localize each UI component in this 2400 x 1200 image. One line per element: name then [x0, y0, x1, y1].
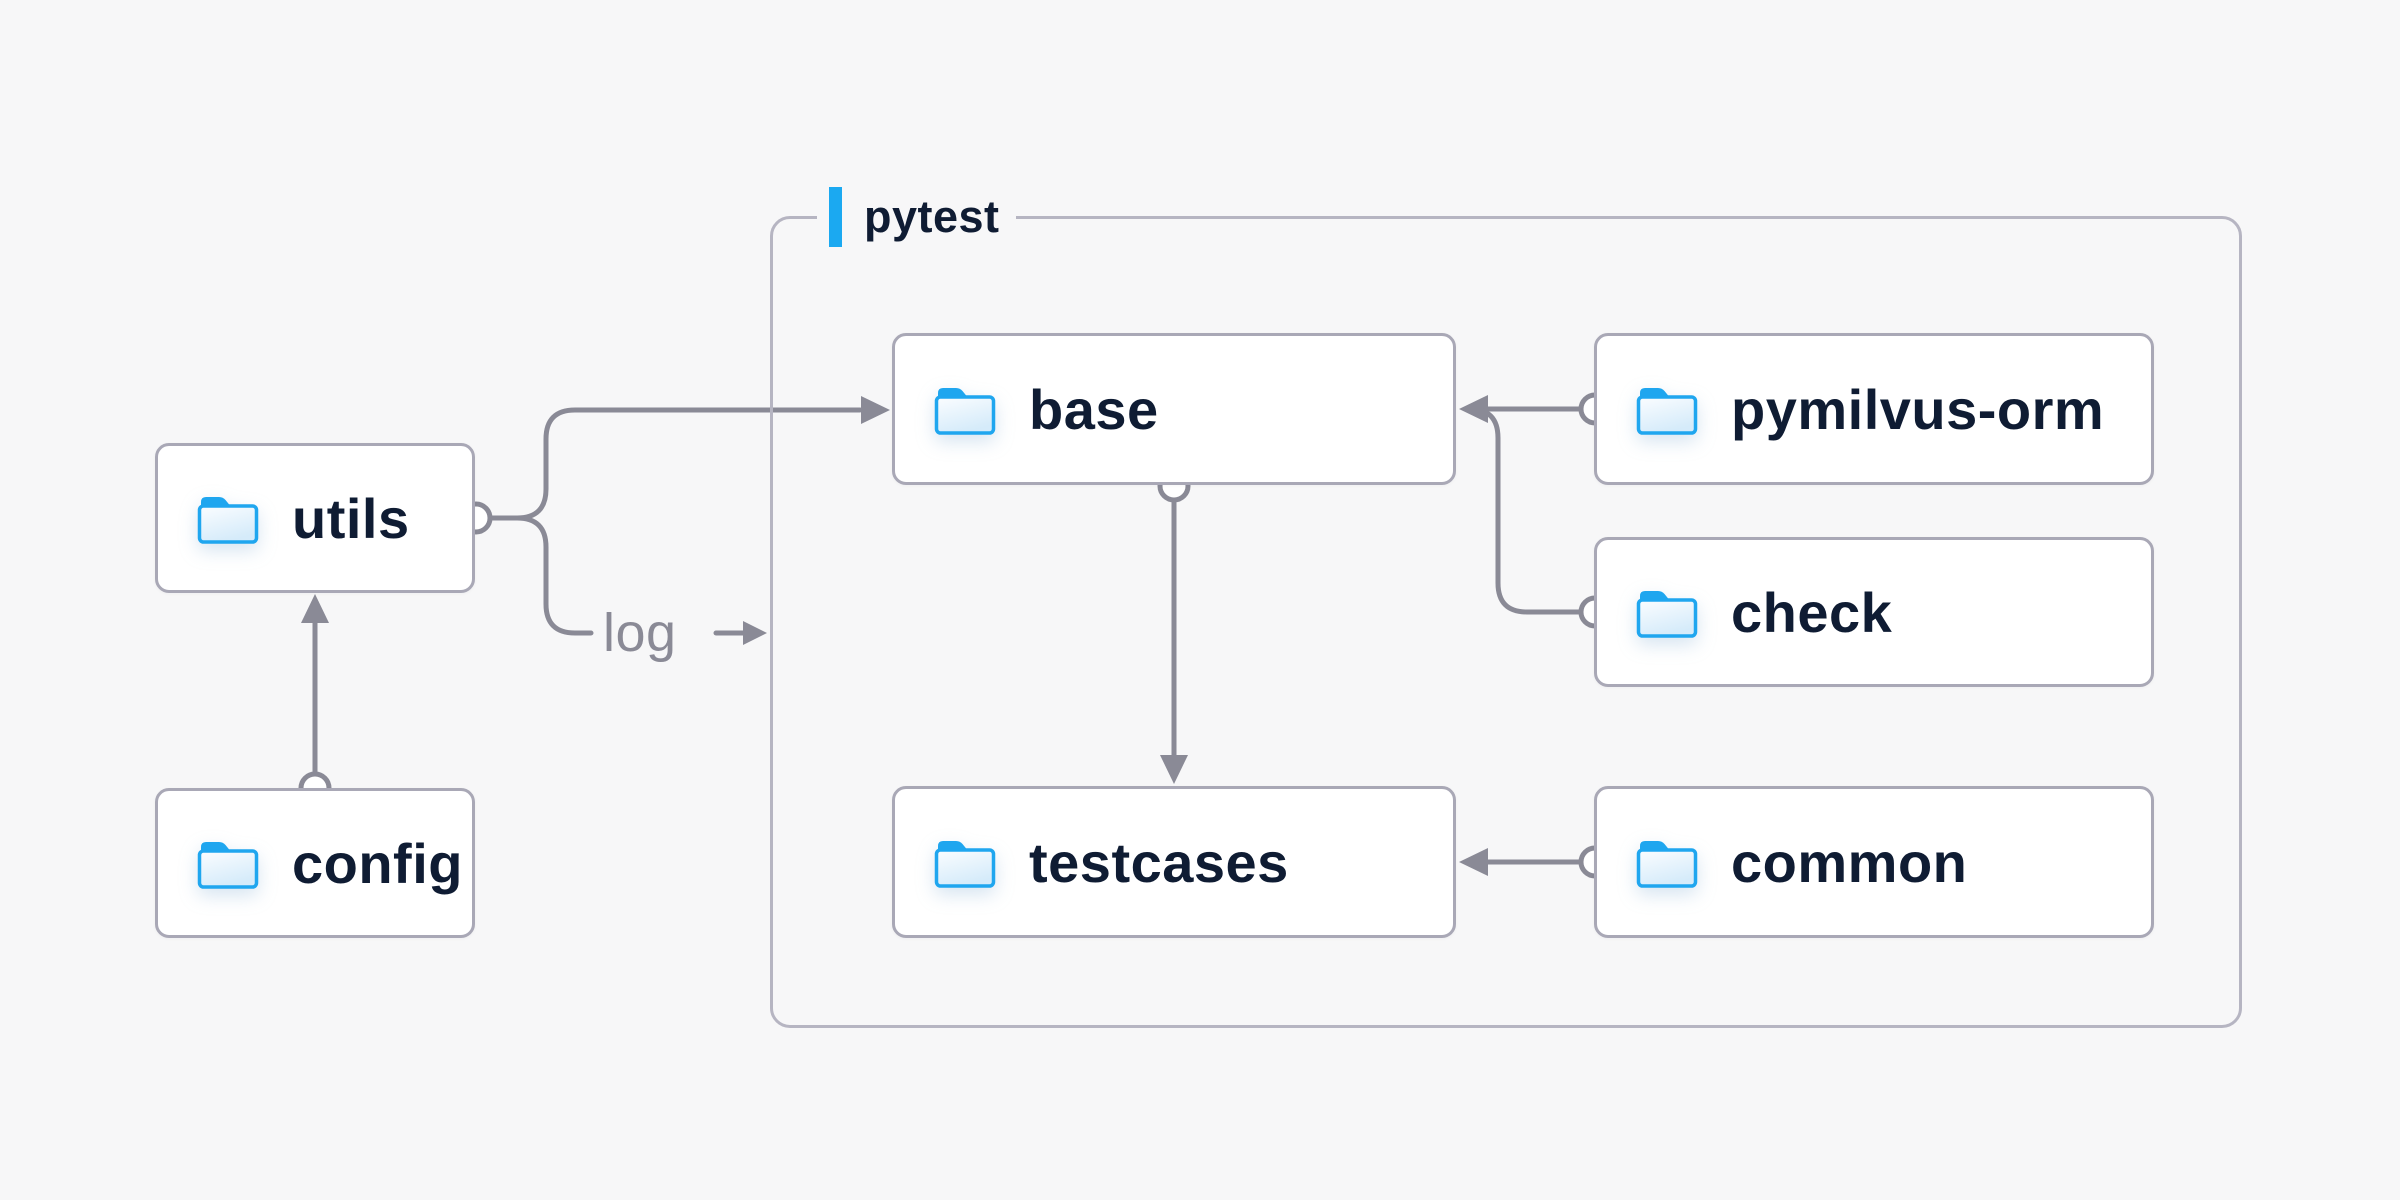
node-label: utils: [292, 486, 410, 550]
folder-icon: [197, 841, 259, 889]
node-base: base: [892, 333, 1456, 485]
folder-icon: [1636, 840, 1698, 888]
folder-icon: [934, 387, 996, 435]
node-testcases: testcases: [892, 786, 1456, 938]
node-label: config: [292, 831, 463, 895]
edge-log-arrow: [713, 621, 767, 645]
node-label: testcases: [1029, 830, 1289, 894]
pytest-group: pytest: [770, 186, 2242, 1028]
node-check: check: [1594, 537, 2154, 687]
folder-icon: [197, 496, 259, 544]
node-label: pymilvus-orm: [1731, 377, 2105, 441]
node-config: config: [155, 788, 475, 938]
edge-utils-to-log: [514, 515, 594, 636]
pytest-group-label: pytest: [817, 186, 1016, 248]
node-pymilvus-orm: pymilvus-orm: [1594, 333, 2154, 485]
node-utils: utils: [155, 443, 475, 593]
node-common: common: [1594, 786, 2154, 938]
node-label: common: [1731, 830, 1968, 894]
folder-icon: [1636, 590, 1698, 638]
folder-icon: [934, 840, 996, 888]
node-label: check: [1731, 580, 1893, 644]
folder-icon: [1636, 387, 1698, 435]
edge-config-to-utils: [298, 594, 332, 805]
accent-bar: [829, 187, 842, 247]
edge-label-log: log: [603, 603, 677, 663]
node-label: base: [1029, 377, 1159, 441]
edge-base-to-testcases: [1157, 469, 1191, 784]
group-title: pytest: [864, 191, 1000, 242]
